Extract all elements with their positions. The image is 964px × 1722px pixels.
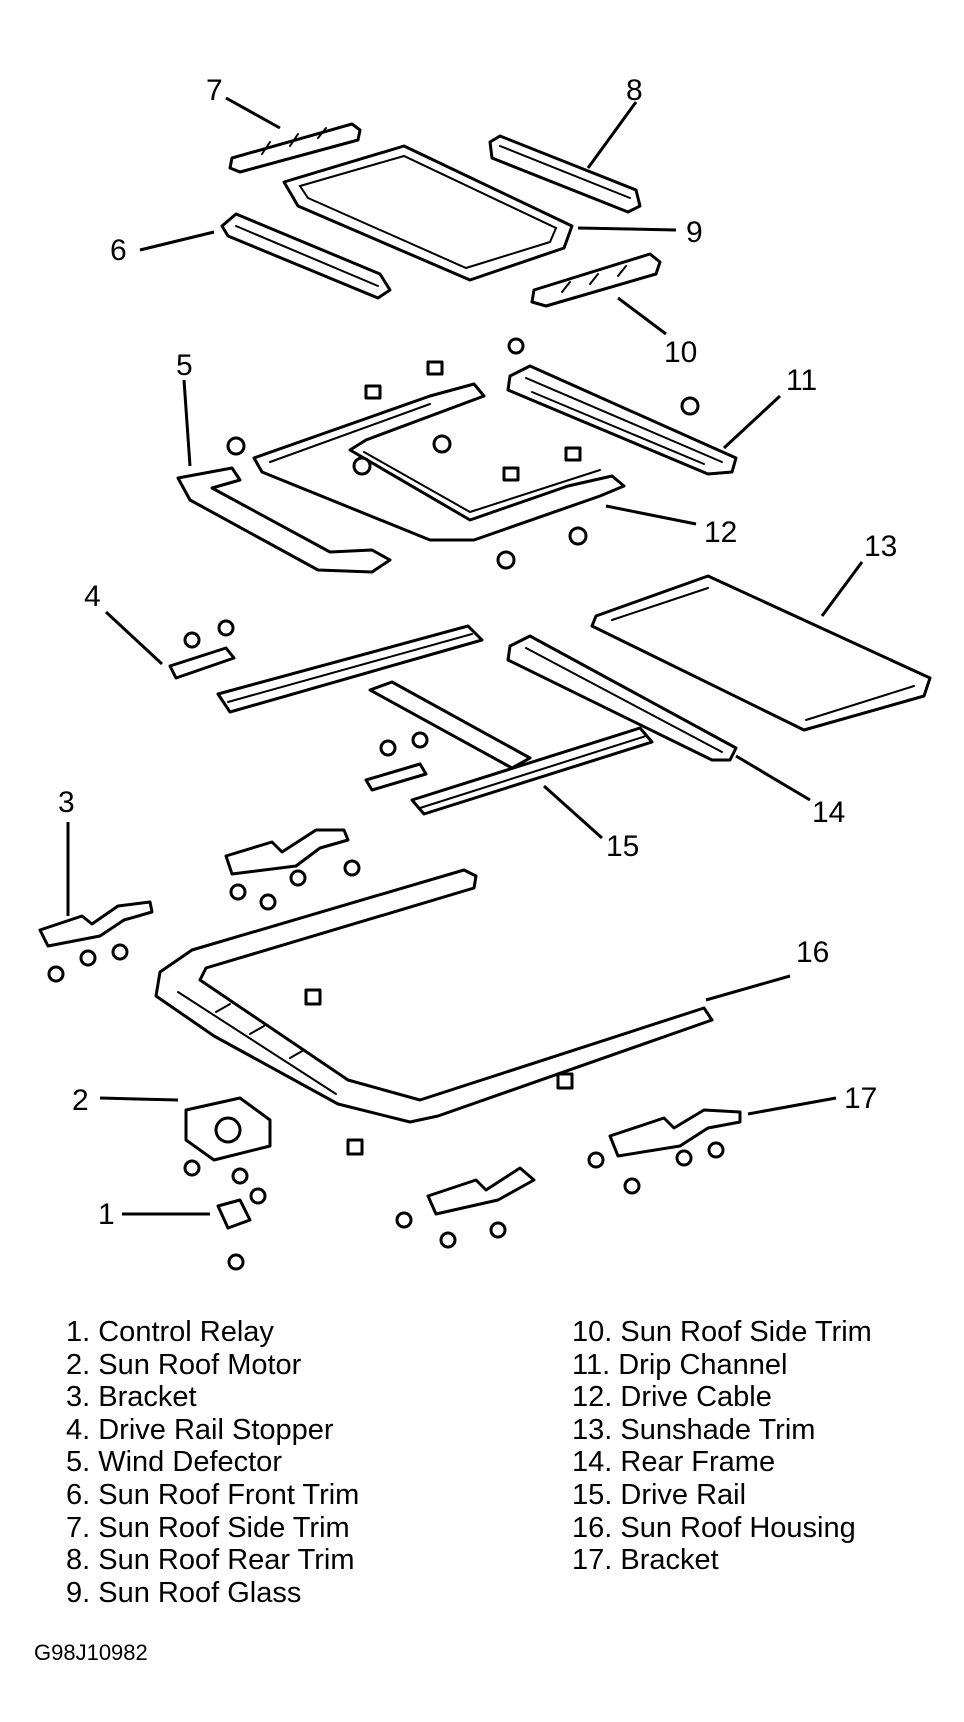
callout-17: 17 bbox=[844, 1082, 877, 1115]
legend-item-4: 4. Drive Rail Stopper bbox=[66, 1413, 334, 1446]
legend-item-7: 7. Sun Roof Side Trim bbox=[66, 1511, 350, 1544]
callout-3: 3 bbox=[58, 786, 75, 819]
part-14-rear-frame bbox=[506, 634, 738, 762]
callout-1: 1 bbox=[98, 1198, 115, 1231]
drive-rail-cross bbox=[368, 680, 532, 770]
part-11-drip-channel bbox=[506, 364, 738, 476]
legend-item-15: 15. Drive Rail bbox=[572, 1478, 747, 1511]
callouts: 7 8 9 6 10 5 11 12 13 4 14 15 3 16 2 17 bbox=[58, 74, 897, 1231]
part-16-sunroof-housing bbox=[154, 868, 714, 1124]
callout-14: 14 bbox=[812, 796, 845, 829]
callout-8: 8 bbox=[626, 74, 643, 107]
drive-rail-bracket bbox=[364, 731, 429, 792]
part-13-sunshade-trim bbox=[590, 574, 932, 732]
drive-rail-left bbox=[216, 624, 484, 714]
legend-item-5: 5. Wind Defector bbox=[66, 1446, 282, 1479]
legend-item-6: 6. Sun Roof Front Trim bbox=[66, 1478, 360, 1511]
part-6-front-trim bbox=[220, 212, 392, 300]
legend-left-column: 1. Control Relay 2. Sun Roof Motor 3. Br… bbox=[66, 1316, 359, 1609]
part-8-rear-trim bbox=[488, 134, 642, 214]
frame-small-clips bbox=[226, 337, 700, 570]
legend-right-column: 10. Sun Roof Side Trim 11. Drip Channel … bbox=[572, 1316, 872, 1577]
part-3-bracket bbox=[38, 900, 154, 983]
legend-item-1: 1. Control Relay bbox=[66, 1316, 274, 1348]
bottom-center-bracket bbox=[346, 1072, 574, 1249]
callout-7: 7 bbox=[206, 74, 223, 107]
callout-11: 11 bbox=[786, 364, 817, 397]
part-4-drive-rail-stopper bbox=[168, 619, 236, 680]
legend-item-11: 11. Drip Channel bbox=[572, 1348, 788, 1381]
legend-item-10: 10. Sun Roof Side Trim bbox=[572, 1316, 872, 1348]
legend-item-2: 2. Sun Roof Motor bbox=[66, 1348, 302, 1381]
legend-item-16: 16. Sun Roof Housing bbox=[572, 1511, 856, 1544]
part-7-side-trim bbox=[228, 122, 362, 174]
callout-15: 15 bbox=[606, 830, 639, 863]
upper-bracket bbox=[224, 828, 361, 911]
callout-12: 12 bbox=[704, 516, 737, 549]
callout-9: 9 bbox=[686, 216, 703, 249]
legend-item-9: 9. Sun Roof Glass bbox=[66, 1576, 302, 1609]
part-10-side-trim bbox=[530, 252, 662, 308]
part-1-control-relay bbox=[216, 1187, 267, 1271]
part-9-sunroof-glass bbox=[282, 144, 574, 282]
part-12-drive-cable-frame bbox=[252, 382, 626, 542]
figure-code: G98J10982 bbox=[34, 1640, 148, 1665]
part-15-drive-rail bbox=[410, 726, 654, 816]
callout-2: 2 bbox=[72, 1084, 89, 1117]
legend-item-14: 14. Rear Frame bbox=[572, 1446, 776, 1479]
legend-item-17: 17. Bracket bbox=[572, 1544, 719, 1577]
legend-item-8: 8. Sun Roof Rear Trim bbox=[66, 1544, 355, 1577]
legend-item-13: 13. Sunshade Trim bbox=[572, 1413, 816, 1446]
callout-10: 10 bbox=[664, 336, 697, 369]
callout-6: 6 bbox=[110, 234, 127, 267]
callout-4: 4 bbox=[84, 580, 101, 613]
part-2-sunroof-motor bbox=[183, 1096, 272, 1185]
legend-item-12: 12. Drive Cable bbox=[572, 1381, 772, 1414]
callout-13: 13 bbox=[864, 530, 897, 563]
part-17-bracket bbox=[587, 1108, 742, 1195]
legend-item-3: 3. Bracket bbox=[66, 1381, 197, 1414]
part-5-wind-deflector bbox=[176, 466, 392, 574]
callout-16: 16 bbox=[796, 936, 829, 969]
callout-5: 5 bbox=[176, 349, 193, 382]
